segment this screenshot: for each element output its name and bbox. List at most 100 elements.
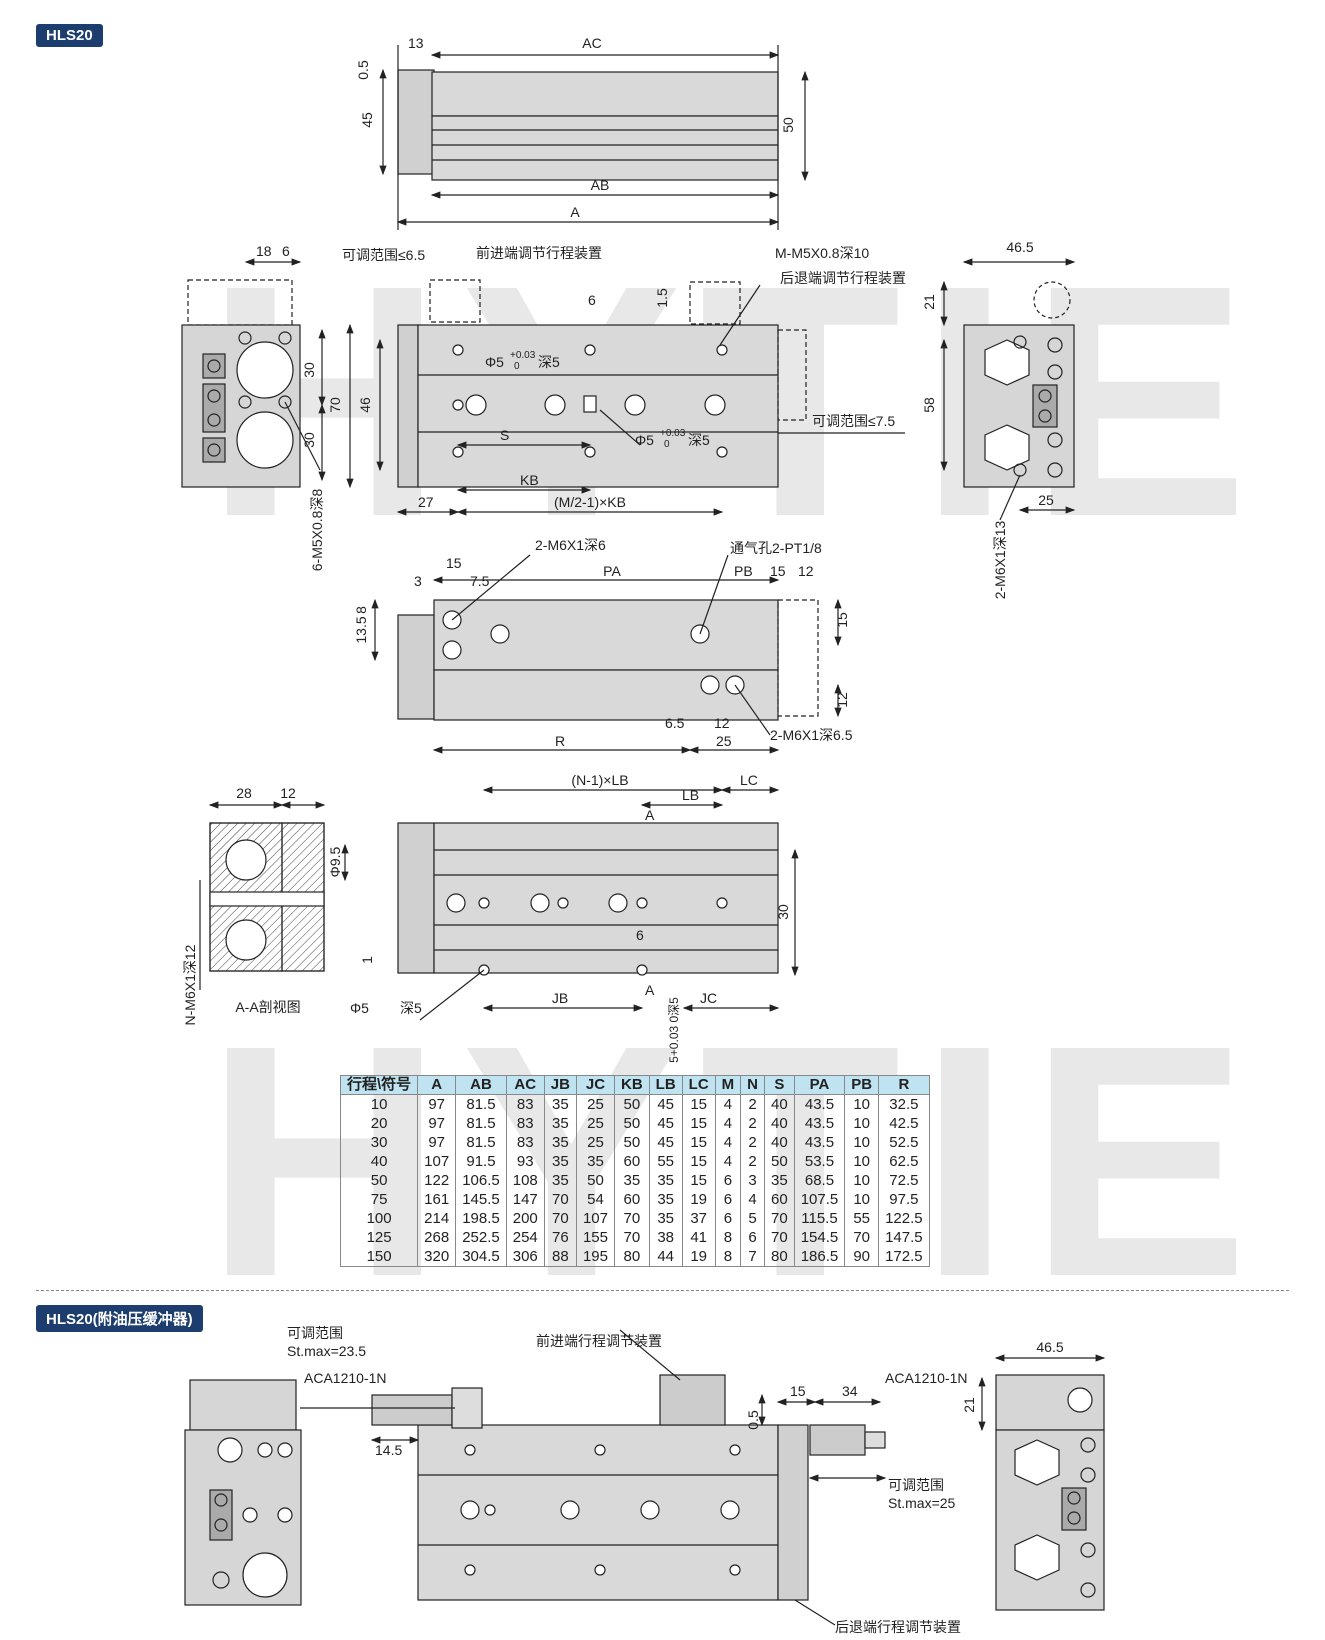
table-cell: 88	[543, 1247, 577, 1267]
table-cell: 32.5	[878, 1094, 930, 1114]
vent-label: 通气孔2-PT1/8	[730, 540, 822, 556]
table-header-cell: JC	[575, 1075, 616, 1095]
deep5-2: 深5	[688, 432, 710, 448]
table-cell: 81.5	[455, 1114, 507, 1133]
dim-45: 45	[359, 112, 375, 128]
table-cell: 214	[417, 1209, 457, 1228]
table-cell: 50	[614, 1114, 650, 1133]
thread-6-m5: 6-M5X0.8深8	[309, 489, 325, 572]
table-cell: 60	[614, 1152, 650, 1171]
dim-lb: LB	[682, 787, 699, 803]
dim-nlb: (N-1)×LB	[571, 772, 628, 788]
table-cell: 50	[614, 1133, 650, 1152]
buffer-46-5: 46.5	[1036, 1339, 1063, 1355]
table-cell: 53.5	[793, 1152, 846, 1171]
table-cell: 76	[543, 1228, 577, 1247]
table-cell: 80	[764, 1247, 795, 1267]
front-view	[376, 279, 905, 516]
dim-r: R	[555, 733, 565, 749]
table-cell: 195	[575, 1247, 616, 1267]
table-cell: 4	[714, 1133, 742, 1152]
table-cell: 122.5	[878, 1209, 930, 1228]
table-cell: 106.5	[455, 1171, 507, 1190]
dim-12c: 12	[714, 715, 730, 731]
range-front: 可调范围≤6.5	[342, 247, 425, 263]
buffer-stmax2: St.max=25	[888, 1495, 956, 1511]
table-cell: 10	[844, 1094, 880, 1114]
tol0-2: 0	[664, 439, 670, 450]
table-cell: 43.5	[793, 1094, 846, 1114]
table-cell: 70	[844, 1228, 880, 1247]
table-cell: 50	[614, 1094, 650, 1114]
dim-15: 15	[446, 555, 462, 571]
dim-70: 70	[327, 397, 343, 413]
section-view	[199, 801, 349, 990]
table-cell: 15	[681, 1094, 716, 1114]
table-cell: 7	[740, 1247, 766, 1267]
deep5: 深5	[538, 354, 560, 370]
table-cell: 97	[417, 1133, 457, 1152]
table-cell: 107	[575, 1209, 616, 1228]
table-cell: 30	[339, 1133, 419, 1152]
table-header-cell: JB	[543, 1075, 577, 1095]
table-cell: 83	[505, 1114, 545, 1133]
table-cell: 35	[648, 1190, 683, 1209]
table-cell: 62.5	[878, 1152, 930, 1171]
buffer-front-view	[300, 1329, 887, 1626]
phi5-lower: Φ5	[350, 1000, 369, 1016]
dim-ac: AC	[582, 35, 601, 51]
thread-n-m6: N-M6X1深12	[182, 944, 198, 1025]
table-cell: 8	[714, 1228, 742, 1247]
table-cell: 72.5	[878, 1171, 930, 1190]
table-cell: 60	[614, 1190, 650, 1209]
phi5-2: Φ5	[635, 432, 654, 448]
table-cell: 4	[740, 1190, 766, 1209]
table-header-cell: 行程\符号	[339, 1075, 419, 1095]
table-cell: 91.5	[455, 1152, 507, 1171]
table-cell: 145.5	[455, 1190, 507, 1209]
table-cell: 100	[339, 1209, 419, 1228]
table-cell: 50	[764, 1152, 795, 1171]
dim-m2kb: (M/2-1)×KB	[554, 494, 626, 510]
dim-27: 27	[418, 494, 434, 510]
table-cell: 83	[505, 1094, 545, 1114]
dim-3: 3	[414, 573, 422, 589]
table-cell: 150	[339, 1247, 419, 1267]
table-cell: 35	[648, 1171, 683, 1190]
table-cell: 3	[740, 1171, 766, 1190]
table-cell: 254	[505, 1228, 545, 1247]
buffer-15: 15	[790, 1383, 806, 1399]
dim-30a: 30	[301, 362, 317, 378]
table-cell: 54	[575, 1190, 616, 1209]
buffer-rear-adjust: 后退端行程调节装置	[835, 1619, 961, 1635]
table-cell: 107.5	[793, 1190, 846, 1209]
dim-jb: JB	[552, 990, 568, 1006]
table-cell: 10	[339, 1094, 419, 1114]
table-cell: 2	[740, 1133, 766, 1152]
dim-30b: 30	[301, 432, 317, 448]
dim-ab: AB	[591, 177, 610, 193]
dim-s: S	[500, 427, 509, 443]
dim-15c: 15	[834, 612, 850, 628]
table-cell: 70	[614, 1228, 650, 1247]
table-cell: 5	[740, 1209, 766, 1228]
dim-12: 12	[798, 563, 814, 579]
buffer-right-view	[978, 1354, 1106, 1611]
table-cell: 304.5	[455, 1247, 507, 1267]
dim-0-5: 0.5	[355, 60, 371, 80]
table-cell: 55	[844, 1209, 880, 1228]
table-cell: 6	[714, 1171, 742, 1190]
table-cell: 41	[681, 1228, 716, 1247]
section-divider	[36, 1290, 1289, 1291]
buffer-21: 21	[961, 1397, 977, 1413]
table-cell: 37	[681, 1209, 716, 1228]
table-cell: 155	[575, 1228, 616, 1247]
table-header-cell: KB	[614, 1075, 650, 1095]
table-cell: 97	[417, 1094, 457, 1114]
table-header-cell: LC	[681, 1075, 716, 1095]
